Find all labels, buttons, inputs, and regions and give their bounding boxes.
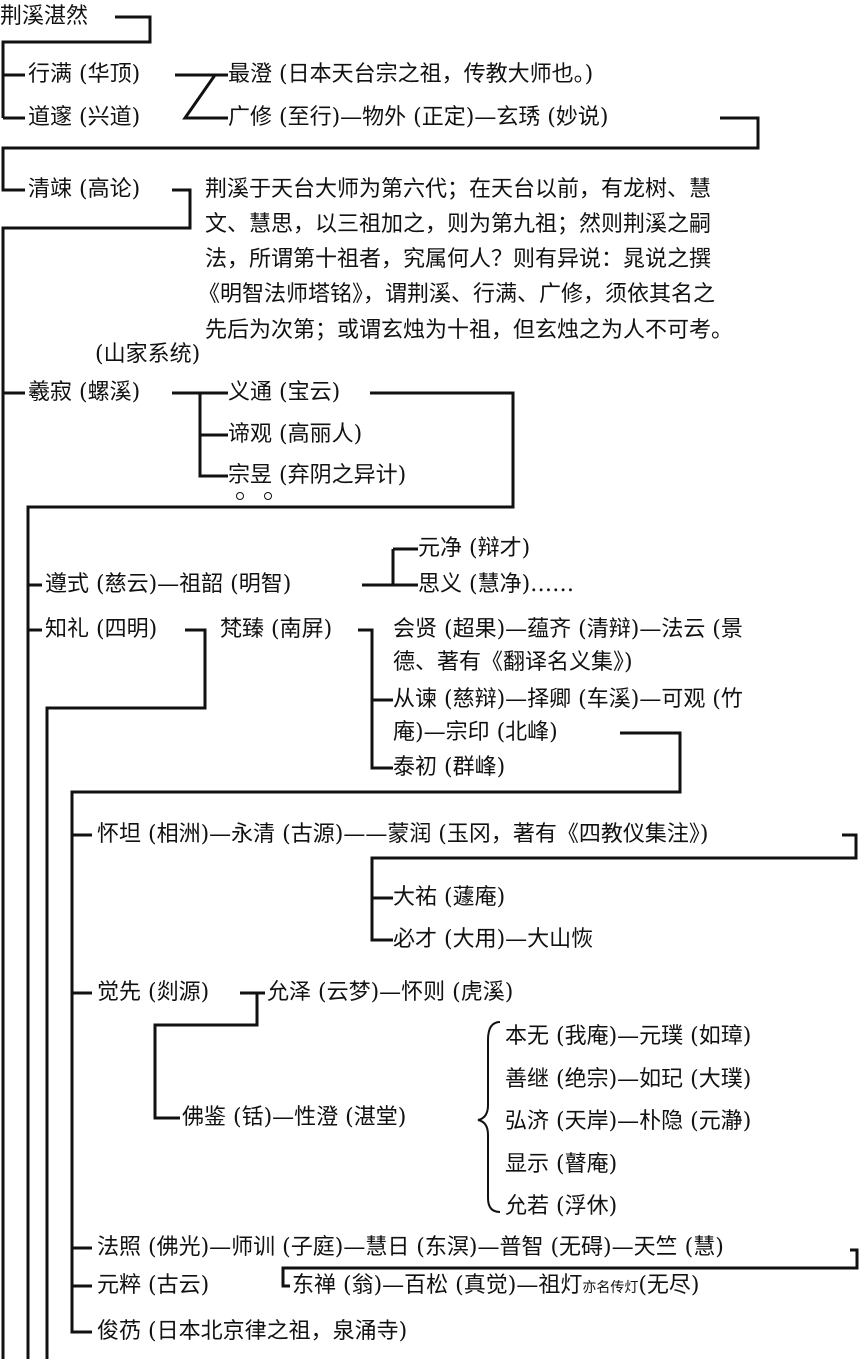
node-daosui: 道邃 (兴道) [28,105,141,130]
node-dongchan-line: 东禅 (翁)—百松 (真觉)—祖灯亦名传灯(无尽) [292,1272,700,1302]
connector-z [175,73,228,120]
node-zhili: 知礼 (四明) [45,617,158,642]
node-yuancui: 元粹 (古云) [97,1273,210,1298]
connector-fazhao [281,1248,859,1288]
node-taichu: 泰初 (群峰) [393,755,506,780]
node-zongyu: 宗昱 (弃阴之异计) [228,463,407,488]
node-bicai-line: 必才 (大用)—大山恢 [393,927,594,952]
node-xiji: 羲寂 (螺溪) [28,380,141,405]
node-fanzhen: 梵臻 (南屏) [220,617,333,642]
node-guangxiu-line: 广修 (至行)—物外 (正定)—玄琇 (妙说) [228,105,609,130]
node-congjian-line: 从谏 (慈辩)—择卿 (车溪)—可观 (竹 [393,687,743,712]
connector-zongyin [70,731,682,1334]
node-xianshi: 显示 (瞽庵) [505,1152,618,1177]
dongchan-main: 东禅 (翁)—百松 (真觉)—祖灯 [292,1273,583,1298]
node-siyi: 思义 (慧净)…… [418,572,575,597]
node-dayou: 大祐 (蘧庵) [393,885,506,910]
node-benwu-line: 本无 (我庵)—元璞 (如璋) [505,1024,752,1049]
note-line: 法，所谓第十祖者，究属何人？则有异说：晁说之撰 [205,247,712,272]
node-zuicheng: 最澄 (日本天台宗之祖，传教大师也。) [228,62,594,87]
emphasis-dot [236,492,244,500]
node-zunshi-line: 遵式 (慈云)—祖韶 (明智) [45,572,292,597]
node-juexian: 觉先 (剡源) [97,980,210,1005]
connector-qingsong [1,188,192,1359]
connector-mengrun [370,833,858,942]
node-huaitan-line: 怀坦 (相洲)—永清 (古源)——蒙润 (玉冈，著有《四教仪集注》) [97,822,709,847]
node-junrong: 俊芿 (日本北京律之祖，泉涌寺) [97,1319,408,1344]
node-qingsong: 清竦 (高论) [28,177,141,202]
connector-yitong [26,391,515,1359]
node-yitong: 义通 (宝云) [228,380,341,405]
node-yunruo: 允若 (浮休) [505,1194,618,1219]
connector-root [1,15,152,120]
note-line: 文、慧思，以三祖加之，则为第九祖；然则荆溪之嗣 [205,212,712,237]
shanjia-label: (山家系统) [95,342,201,367]
dongchan-tail: (无尽) [638,1273,700,1298]
connector-xiji [172,391,228,478]
node-shanji-line: 善继 (绝宗)—如玘 (大璞) [505,1067,752,1092]
root-name: 荆溪湛然 [0,4,89,29]
node-congjian-line-cont: 庵)—宗印 (北峰) [393,720,558,745]
connector-juexian [153,991,265,1120]
node-huixian-line: 会贤 (超果)—蕴齐 (清辩)—法云 (景 [393,617,743,642]
node-fojian-line: 佛鉴 (铦)—性澄 (湛堂) [182,1105,407,1130]
brace [477,1021,501,1213]
note-line: 先后为次第；或谓玄烛为十祖，但玄烛之为人不可考。 [205,318,734,343]
node-hongji-line: 弘济 (天岸)—朴隐 (元瀞) [505,1109,752,1134]
node-huixian-line-cont: 德、著有《翻译名义集》) [393,650,633,675]
connector-fanzhen [358,628,393,770]
note-line: 《明智法师塔铭》，谓荆溪、行满、广修，须依其名之 [198,282,716,307]
node-yuanjing: 元净 (辩才) [418,536,531,561]
connector-zushao [362,547,418,587]
node-yunze-line: 允泽 (云梦)—怀则 (虎溪) [267,980,514,1005]
alias-note: 亦名传灯 [582,1280,639,1296]
node-xingman: 行满 (华顶) [28,62,141,87]
emphasis-dot [264,492,272,500]
connector-xuanxiu [1,116,760,192]
node-diguan: 谛观 (高丽人) [228,422,363,447]
connector-zhili [45,628,207,1359]
note-line: 荆溪于天台大师为第六代；在天台以前，有龙树、慧 [205,177,712,202]
node-fazhao-line: 法照 (佛光)—师训 (子庭)—慧日 (东溟)—普智 (无碍)—天竺 (慧) [97,1235,724,1260]
